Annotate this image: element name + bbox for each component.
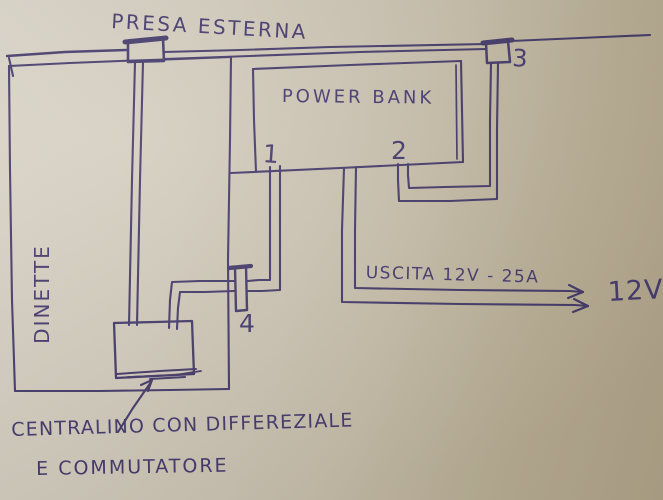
power-bank-box xyxy=(229,59,465,175)
dinette-label: DINETTE xyxy=(30,244,54,344)
external-socket-box xyxy=(122,35,169,64)
mains-cable-top xyxy=(162,33,652,61)
dc-output-wires xyxy=(340,165,590,314)
terminal-1-label: 1 xyxy=(261,139,280,170)
connector4-to-centralino-wires xyxy=(167,279,236,331)
output-12v-label: 12V xyxy=(607,274,663,308)
external-socket-wires xyxy=(127,60,145,327)
terminal-2-label: 2 xyxy=(391,136,407,165)
centralino-caption-line2: E COMMUTATORE xyxy=(36,454,229,480)
arrowhead-upper xyxy=(567,283,585,294)
terminal-4-label: 4 xyxy=(239,309,255,338)
power-bank-label: POWER BANK xyxy=(281,86,435,109)
centralino-pointer-arrow xyxy=(116,378,154,434)
arrowhead-lower xyxy=(572,297,590,308)
terminal-3-label: 3 xyxy=(511,44,529,73)
junction-box-3 xyxy=(480,37,515,65)
connector-4 xyxy=(226,263,254,313)
terminal1-wires xyxy=(246,164,282,293)
centralino-box xyxy=(112,319,202,380)
cable-box3-to-powerbank xyxy=(396,61,500,203)
